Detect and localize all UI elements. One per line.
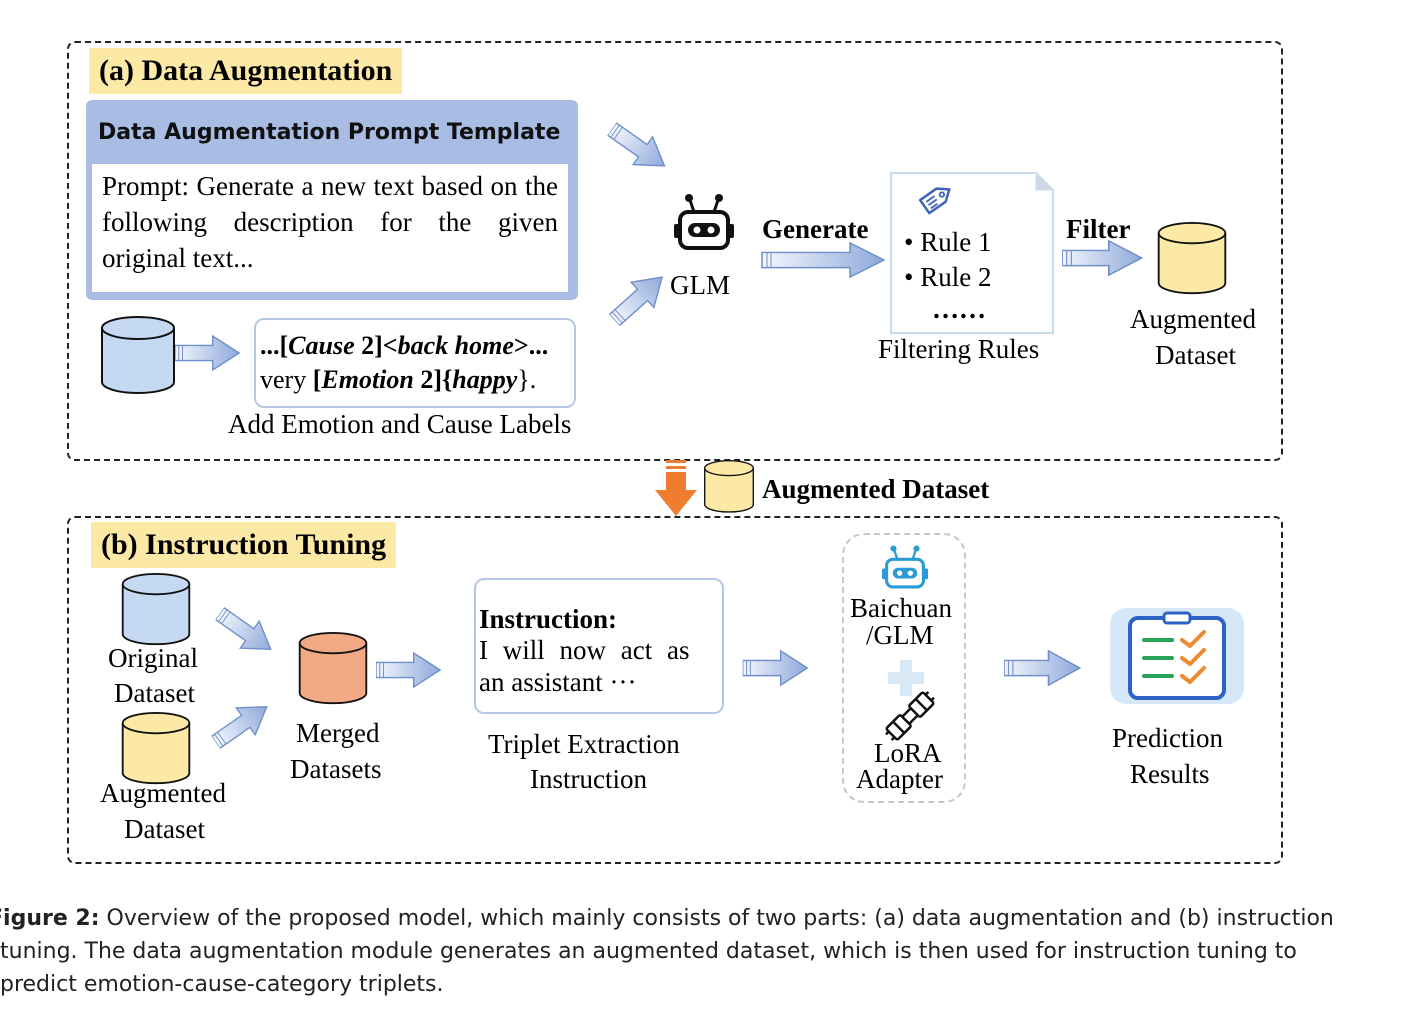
merged-datasets-cylinder [296,632,370,706]
filtering-rules-caption: Filtering Rules [878,334,1040,364]
adapter-label-2: Adapter [856,764,943,794]
arrow-instruction-to-model [742,649,810,687]
augmented-dataset-label-a2: Dataset [1155,340,1236,370]
label-example-box [254,318,576,408]
prompt-template-title: Data Augmentation Prompt Template [98,120,561,145]
instruction-heading: Instruction: [479,604,618,634]
glm-label: GLM [670,270,730,300]
original-dataset-cylinder [120,573,192,647]
augmented-dataset-label-b1: Augmented [100,778,226,808]
arrow-augmented-to-merged [210,704,274,744]
merged-datasets-label-2: Datasets [290,754,382,784]
arrow-labels-to-glm [606,278,672,318]
down-arrow [655,460,697,516]
prompt-text: Prompt: Generate a new text based on the… [92,164,568,292]
arrow-generate [761,241,886,279]
figure-caption: Figure 2: Overview of the proposed model… [0,902,1417,1001]
model-adapter-box [842,533,966,803]
robot-icon [674,194,734,250]
arrow-original-to-merged [214,612,278,652]
augmented-dataset-label-b2: Dataset [124,814,205,844]
adapter-icon [885,691,935,741]
caption-label: Figure 2: [0,906,100,931]
prompt-template-box: Data Augmentation Prompt Template Prompt… [86,100,578,300]
triplet-caption-2: Instruction [530,764,647,794]
generate-label: Generate [762,214,869,244]
robot-icon [882,545,928,589]
prediction-label-2: Results [1130,759,1210,789]
source-dataset-cylinder [100,316,176,396]
caption-text: Overview of the proposed model, which ma… [0,906,1334,997]
label-example-line1: ...[Cause 2]<back home>... [260,331,549,360]
triplet-caption-1: Triplet Extraction [488,729,680,759]
instruction-line-1: I will now act as [479,635,690,665]
arrow-filter [1062,239,1144,277]
adapter-label-1: LoRA [874,738,942,768]
section-a-title: (a) Data Augmentation [89,48,403,94]
arrow-merged-to-instruction [376,651,442,689]
transition-augmented-dataset: Augmented Dataset [762,474,990,504]
augmented-dataset-label-a1: Augmented [1130,304,1256,334]
rule-2: • Rule 2 [904,262,992,292]
prediction-label-1: Prediction [1112,723,1223,753]
section-b-title: (b) Instruction Tuning [91,522,397,568]
label-example-line2: very [Emotion 2]{happy}. [260,365,537,394]
rule-ellipsis: …… [932,294,986,324]
arrow-to-labels [175,334,241,372]
model-label-1: Baichuan [850,593,952,623]
tag-icon [918,187,951,215]
clipboard-checklist-icon [1110,608,1244,704]
plus-icon [888,660,924,696]
filter-label: Filter [1066,214,1131,244]
original-dataset-label-2: Dataset [114,678,195,708]
arrow-model-to-results [1004,649,1082,687]
instruction-box [474,578,724,714]
merged-datasets-label-1: Merged [296,718,380,748]
transition-dataset-cylinder [702,460,756,514]
add-labels-caption: Add Emotion and Cause Labels [228,409,572,439]
instruction-tuning-panel [67,516,1283,864]
rule-1: • Rule 1 [904,227,992,257]
augmented-dataset-cylinder [1155,222,1229,296]
instruction-line-2: an assistant ··· [479,667,637,697]
arrow-prompt-to-glm [606,128,672,168]
model-label-2: /GLM [866,620,934,650]
original-dataset-label-1: Original [108,643,198,673]
augmented-dataset-cylinder-b [120,712,192,786]
